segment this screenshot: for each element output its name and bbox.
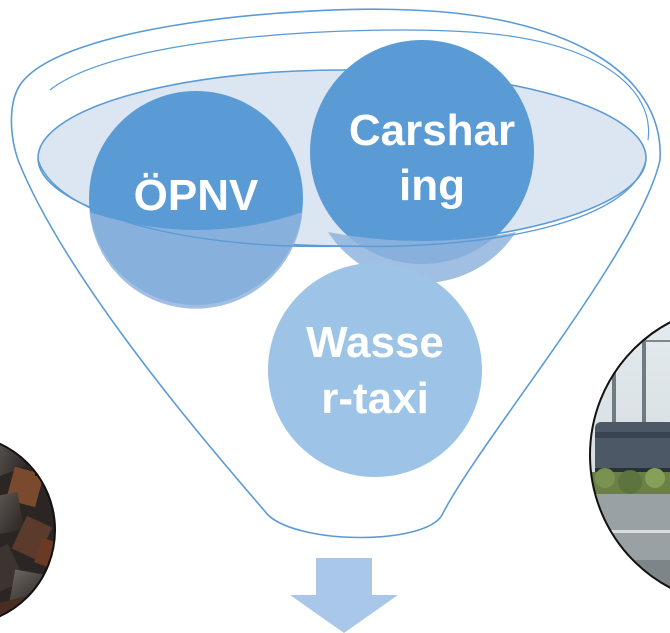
down-arrow-icon (290, 558, 398, 633)
label-oepnv: ÖPNV (134, 171, 259, 220)
funnel-outline (10, 8, 661, 539)
circle-labels: ÖPNV Carshar ing Wasse r-taxi (134, 106, 516, 423)
label-wassertaxi-line1: Wasse (306, 318, 444, 367)
label-carsharing-line2: ing (399, 161, 465, 210)
label-wassertaxi-line2: r-taxi (321, 374, 429, 423)
circles (37, 40, 647, 477)
circle-wassertaxi (268, 263, 482, 477)
circle-carsharing (310, 40, 534, 264)
right-photo (589, 305, 670, 605)
left-photo (0, 435, 56, 625)
label-carsharing-line1: Carshar (349, 106, 515, 155)
